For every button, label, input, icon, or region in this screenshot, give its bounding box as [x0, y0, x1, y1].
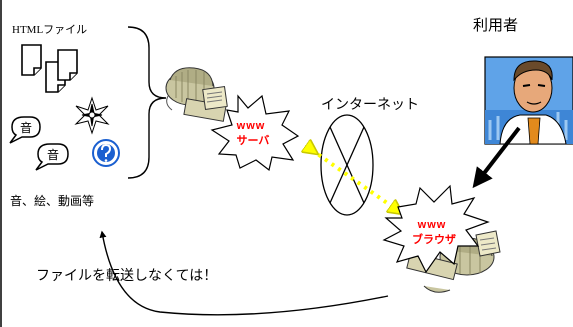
html-file-label: HTMLファイル: [12, 24, 88, 36]
transfer-note: ファイルを転送しなくては！: [36, 268, 218, 284]
transfer-arrow: [99, 230, 389, 316]
internet-cloud: [320, 114, 374, 216]
resource-bracket: [127, 26, 167, 179]
user-portrait-icon: [484, 56, 573, 145]
help-icon: [92, 139, 120, 167]
user-label: 利用者: [473, 16, 519, 34]
resources-label: 音、絵、動画等: [10, 194, 95, 208]
compass-star-icon: [74, 96, 110, 135]
server-line-2: サーバ: [237, 134, 270, 147]
user-to-browser-arrow: [472, 126, 521, 189]
audio-glyph-2: 音: [47, 147, 59, 162]
data-flow-arrow: [312, 150, 397, 210]
browser-burst: [382, 184, 490, 274]
browser-line-2: ブラウザ: [412, 232, 456, 246]
speech-bubble-icon: [9, 116, 69, 171]
document-stack-icon: [21, 44, 78, 93]
server-line-1: www: [236, 120, 266, 132]
server-burst: [210, 94, 300, 172]
server-computer-icon: [165, 67, 228, 122]
audio-glyph-1: 音: [20, 120, 32, 135]
internet-label: インターネット: [321, 97, 419, 113]
browser-line-1: www: [417, 219, 447, 231]
